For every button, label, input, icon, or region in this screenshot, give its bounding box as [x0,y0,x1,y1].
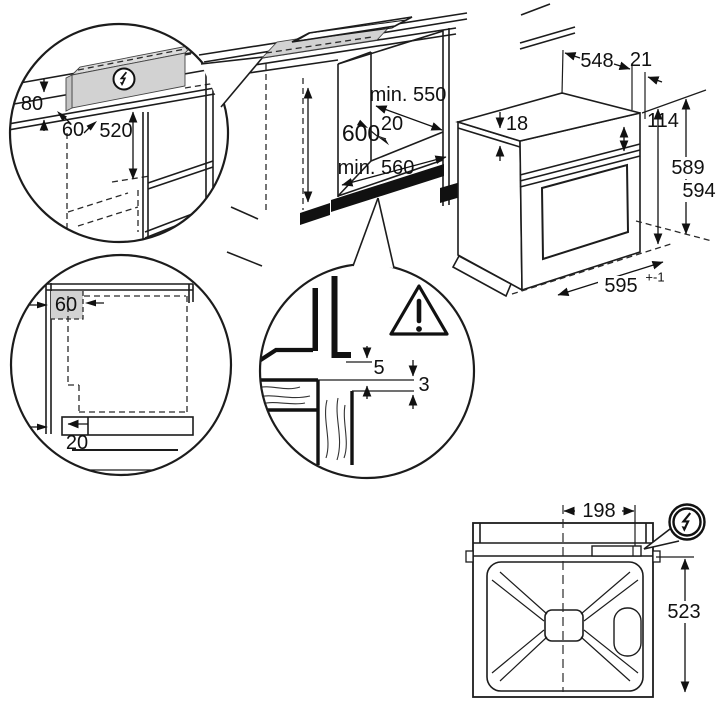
corner-detail-view: 60 20 [9,253,233,477]
dimension-label-595: 595 [604,275,637,297]
detail-circle-border [9,253,233,477]
gap-detail-view: 5 3 [258,262,476,480]
dimension-label-20-corner: 20 [66,432,88,454]
dimension-label-5: 5 [373,357,384,379]
dimension-label-18: 18 [506,113,528,135]
hob-cutout [260,16,413,59]
electrical-connection-callout [643,503,706,550]
dimension-label-60-detail: 60 [62,119,84,141]
clearance-zone [51,291,83,319]
cross-braces [491,571,639,682]
dimension-label-min550: min. 550 [370,84,447,106]
dimension-label-min560: min. 560 [338,157,415,179]
terminal-box [591,545,642,557]
cabinet-dimensions: 600 min. 550 20 min. 560 [303,84,447,203]
oven-door-window [540,163,630,261]
dimension-label-80: 80 [21,93,43,115]
dimension-label-114: 114 [647,110,679,132]
dimension-label-523: 523 [667,601,700,623]
dimension-label-520: 520 [99,120,132,142]
electrical-connection-icon [672,507,702,537]
oven-isometric-view: 548 21 18 114 589 594 595 +-1 [451,49,718,298]
dimension-label-3: 3 [418,374,429,396]
detail-circle-border [258,262,476,480]
mounting-tab-left [465,550,474,563]
dimension-label-594: 594 [682,180,715,202]
plinth-strip-left [300,203,330,225]
oven-top-view: 198 523 [465,500,706,698]
dimension-label-60-corner: 60 [55,294,77,316]
dimension-label-21: 21 [630,49,652,71]
detail-pointer-electrical [200,56,264,108]
dimension-label-198: 198 [582,500,615,522]
electrical-connection-icon [112,67,136,91]
detail-circle-border [8,22,230,244]
dimension-label-589: 589 [671,157,704,179]
dimension-label-20-cabinet: 20 [381,113,403,135]
dimension-label-595-tolerance: +-1 [645,270,664,285]
detail-pointer-gap [352,197,395,269]
dimension-label-548: 548 [580,50,613,72]
warning-icon [389,284,449,336]
oven-foot [451,254,513,298]
electrical-detail-view: 80 60 520 [8,22,230,244]
